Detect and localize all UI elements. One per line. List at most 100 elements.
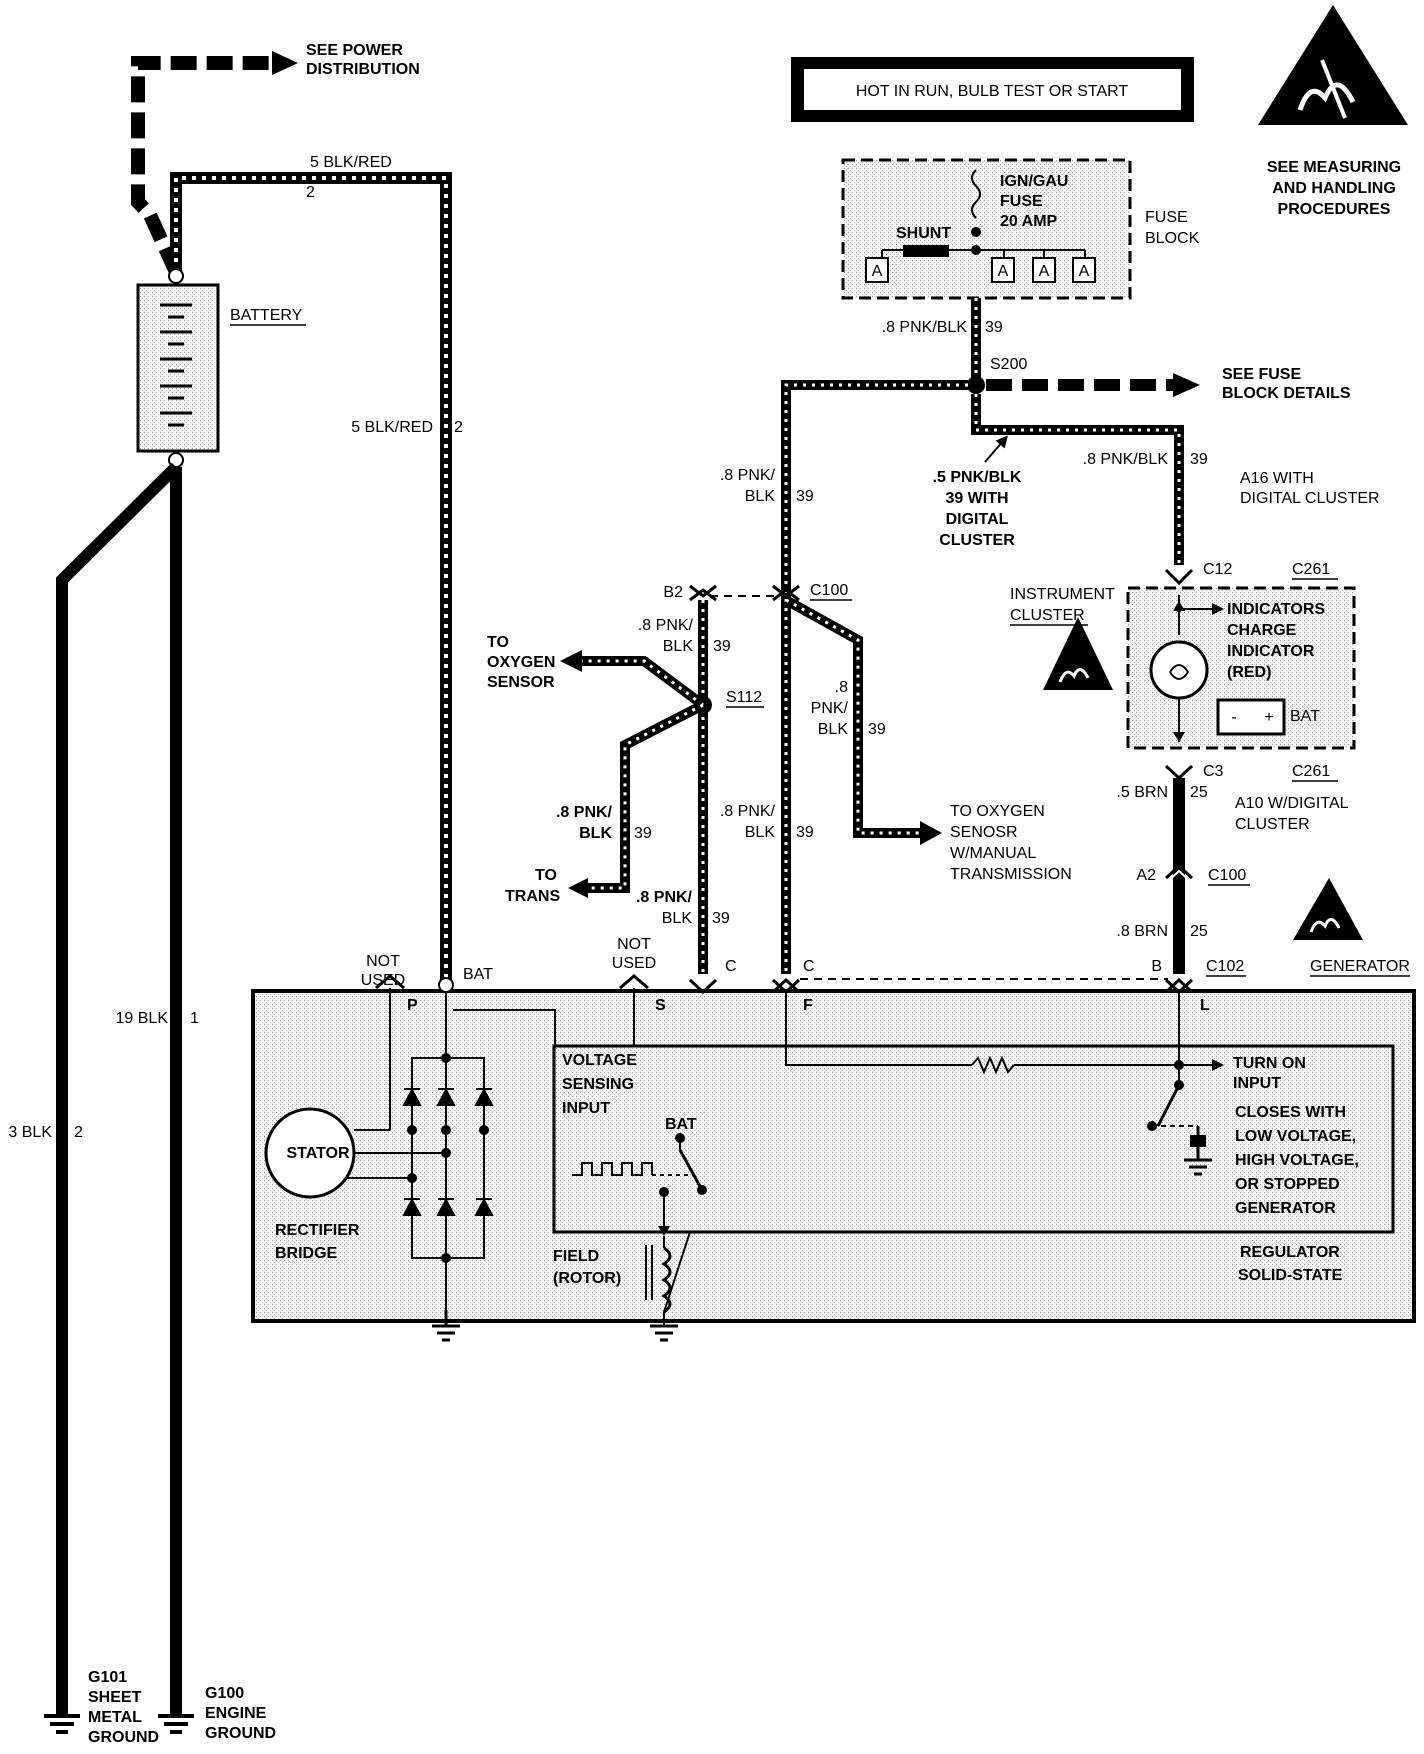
splice-s200 xyxy=(967,376,985,394)
connector-c100 xyxy=(772,584,800,602)
see-fuse-label-2: BLOCK DETAILS xyxy=(1222,385,1351,402)
s200-label: S200 xyxy=(990,356,1027,373)
indicators-label-1: INDICATORS xyxy=(1227,601,1325,618)
fuse-block-label-2: BLOCK xyxy=(1145,230,1200,247)
oxygen-manual-label-2: SENOSR xyxy=(950,824,1018,841)
not-used-2b: USED xyxy=(612,955,656,972)
wire-5-blk-red xyxy=(170,172,452,980)
g101-label-2: SHEET xyxy=(88,1689,142,1706)
closes-label-2: LOW VOLTAGE, xyxy=(1235,1128,1356,1145)
field-label-1: FIELD xyxy=(553,1248,599,1265)
wire-label-blk-right: BLK xyxy=(818,721,849,738)
to-trans-label-1: TO xyxy=(535,867,557,884)
closes-label-5: GENERATOR xyxy=(1235,1200,1336,1217)
esd-note-line3: PROCEDURES xyxy=(1278,201,1391,218)
connector-b2 xyxy=(689,584,717,602)
indicators-label-2: CHARGE xyxy=(1227,622,1297,639)
voltage-sensing-label-3: INPUT xyxy=(562,1100,610,1117)
rectifier-bridge xyxy=(402,1053,494,1263)
wire-8-pnk-blk-left-branch xyxy=(781,380,968,974)
svg-text:+: + xyxy=(1264,709,1273,726)
instrument-cluster-label-2: CLUSTER xyxy=(1010,607,1085,624)
battery xyxy=(136,268,220,468)
g101-label-1: G101 xyxy=(88,1669,127,1686)
wire-label-19blk: 19 BLK xyxy=(116,1010,169,1027)
wire-number-39-bottom: 39 xyxy=(712,910,730,927)
to-oxygen-label-1: TO xyxy=(487,634,509,651)
fuse-terminal-a: A xyxy=(991,257,1015,283)
fuse-icon xyxy=(971,169,981,219)
a2-label: A2 xyxy=(1136,867,1156,884)
wire-number-39-right2: 39 xyxy=(868,721,886,738)
bat-inner-label: BAT xyxy=(665,1116,697,1133)
svg-text:A: A xyxy=(1039,263,1050,280)
fuse-block: A A A A xyxy=(841,158,1132,300)
not-used-2a: NOT xyxy=(617,936,651,953)
voltage-sensing-label-1: VOLTAGE xyxy=(562,1052,637,1069)
wire-label-blk-bottom: BLK xyxy=(662,910,693,927)
esd-note-line1: SEE MEASURING xyxy=(1267,159,1401,176)
fuse-label-ign: IGN/GAU xyxy=(1000,173,1068,190)
fuse-block-label-1: FUSE xyxy=(1145,209,1188,226)
wire-number-39-left2: 39 xyxy=(634,825,652,842)
cluster-bat-label: BAT xyxy=(1290,708,1320,725)
indicators-label-3: INDICATOR xyxy=(1227,643,1315,660)
ground-g100-icon xyxy=(158,1714,194,1734)
switch-contact xyxy=(1156,1084,1181,1127)
c102-label: C102 xyxy=(1206,958,1244,975)
hot-in-run-banner: HOT IN RUN, BULB TEST OR START xyxy=(791,57,1194,122)
b-terminal-label: B xyxy=(1151,958,1162,975)
a10-label-2: CLUSTER xyxy=(1235,816,1310,833)
esd-warning-icon-generator xyxy=(1293,878,1363,940)
generator-ground-icon xyxy=(432,1310,460,1342)
to-trans-label-2: TRANS xyxy=(505,888,560,905)
c261-top-label: C261 xyxy=(1292,561,1330,578)
c12-label: C12 xyxy=(1203,561,1232,578)
wire-label-8pnk-bottom: .8 PNK/ xyxy=(636,889,693,906)
regulator-box xyxy=(552,1044,1395,1234)
stator-label: STATOR xyxy=(286,1145,350,1162)
svg-text:-: - xyxy=(1231,709,1236,726)
wire-label-5blkred-top: 5 BLK/RED xyxy=(310,154,392,171)
a16-label-1: A16 WITH xyxy=(1240,470,1314,487)
terminal-f xyxy=(771,977,1179,1075)
wire-label-2-side: 2 xyxy=(454,419,463,436)
wire-label-8: .8 xyxy=(835,679,848,696)
connector-c12 xyxy=(1164,568,1194,586)
c3-label: C3 xyxy=(1203,763,1224,780)
regulator-label-1: REGULATOR xyxy=(1240,1244,1340,1261)
turn-on-label-1: TURN ON xyxy=(1233,1055,1306,1072)
to-oxygen-label-3: SENSOR xyxy=(487,674,555,691)
wire-number-39-center: 39 xyxy=(796,824,814,841)
wire-label-2-left: 2 xyxy=(74,1124,83,1141)
wire-number-39-left: 39 xyxy=(796,488,814,505)
wire-label-5brn: .5 BRN xyxy=(1116,784,1168,801)
wire-label-3blk: 3 BLK xyxy=(8,1124,52,1141)
digital-cluster-note-3: DIGITAL xyxy=(946,511,1009,528)
see-power-label-1: SEE POWER xyxy=(306,42,403,59)
p-terminal-label: P xyxy=(407,997,418,1014)
wire-label-8pnk-center: .8 PNK/ xyxy=(720,803,776,820)
oxygen-manual-label-3: W/MANUAL xyxy=(950,845,1036,862)
wire-number-25-b: 25 xyxy=(1190,923,1208,940)
terminal-l xyxy=(1147,977,1224,1176)
wire-label-blk-left: BLK xyxy=(579,825,612,842)
wire-label-1: 1 xyxy=(190,1010,199,1027)
svg-text:A: A xyxy=(1079,263,1090,280)
g100-label-2: ENGINE xyxy=(205,1705,267,1722)
instrument-cluster: - + xyxy=(1126,586,1356,750)
a16-label-2: DIGITAL CLUSTER xyxy=(1240,490,1380,507)
wire-3-blk xyxy=(56,462,181,1715)
terminal-p xyxy=(375,974,405,1130)
digital-cluster-note-4: CLUSTER xyxy=(939,532,1015,549)
wire-label-pnk: PNK/ xyxy=(811,700,849,717)
wire-to-oxygen-sensor xyxy=(560,650,706,710)
field-rotor-icon xyxy=(645,1231,691,1342)
closes-label-1: CLOSES WITH xyxy=(1235,1104,1346,1121)
wire-label-8pnkblk: .8 PNK/BLK xyxy=(882,319,968,336)
bat-terminal-label: BAT xyxy=(463,966,493,983)
field-label-2: (ROTOR) xyxy=(553,1270,621,1287)
terminal-s xyxy=(619,974,649,1046)
svg-text:A: A xyxy=(998,263,1009,280)
